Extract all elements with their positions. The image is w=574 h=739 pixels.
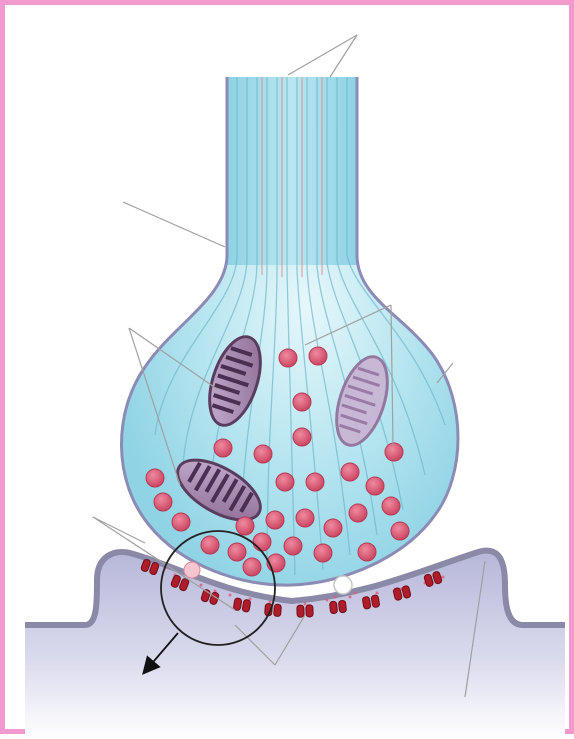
synapse-diagram (5, 5, 574, 739)
fusing-vesicle (334, 576, 352, 594)
fusing-vesicle (184, 562, 200, 578)
presynaptic-terminal (121, 65, 458, 585)
